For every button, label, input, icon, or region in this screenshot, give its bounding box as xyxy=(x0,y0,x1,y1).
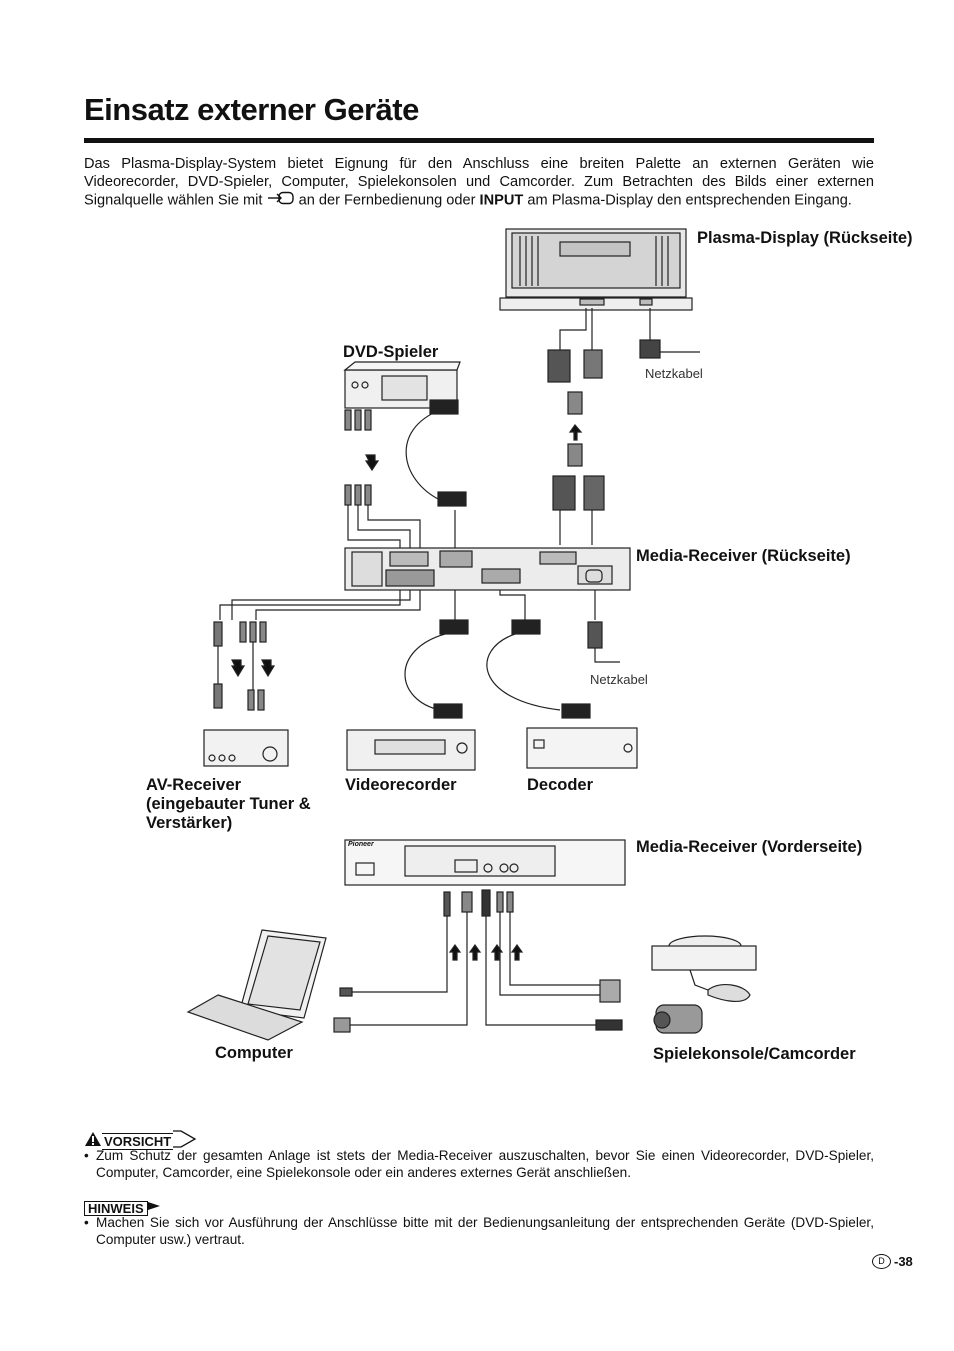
power-cable-label-2: Netzkabel xyxy=(590,672,648,687)
videorecorder-drawing xyxy=(346,729,476,771)
media-receiver-rear-label: Media-Receiver (Rückseite) xyxy=(636,547,851,565)
bullet-dot: • xyxy=(84,1148,89,1163)
videorecorder-label: Videorecorder xyxy=(345,776,457,794)
warning-triangle-icon xyxy=(84,1131,102,1152)
decoder-drawing xyxy=(526,727,638,769)
page-number: D -38 xyxy=(872,1254,913,1269)
media-receiver-rear-drawing xyxy=(344,547,631,591)
page-number-value: -38 xyxy=(894,1254,913,1269)
note-tag: HINWEIS xyxy=(84,1200,148,1216)
arrow-icon xyxy=(147,1199,162,1217)
dvd-player-label: DVD-Spieler xyxy=(343,343,439,361)
bullet-dot: • xyxy=(84,1215,89,1230)
connection-diagram xyxy=(186,228,757,1041)
pioneer-logo: Pioneer xyxy=(348,841,374,848)
media-receiver-front-drawing xyxy=(344,839,626,886)
intro-text-2: an der Fernbedienung oder xyxy=(294,192,480,209)
computer-drawing xyxy=(186,929,327,1041)
intro-text-3: am Plasma-Display den entsprechenden Ein… xyxy=(523,192,852,209)
game-console-drawing xyxy=(651,935,757,1002)
input-source-icon xyxy=(267,191,295,210)
console-camcorder-label: Spielekonsole/Camcorder xyxy=(653,1045,856,1063)
av-receiver-label: AV-Receiver (eingebauter Tuner & Verstär… xyxy=(146,776,311,832)
page-title: Einsatz externer Geräte xyxy=(84,92,419,127)
computer-label: Computer xyxy=(215,1044,293,1062)
region-mark: D xyxy=(872,1254,891,1269)
decoder-label: Decoder xyxy=(527,776,594,794)
note-header: HINWEIS xyxy=(84,1199,162,1217)
title-rule xyxy=(84,138,874,143)
caution-tag: VORSICHT xyxy=(102,1133,174,1150)
plasma-display-label: Plasma-Display (Rückseite) xyxy=(697,229,913,247)
caution-header: VORSICHT xyxy=(84,1130,197,1153)
note-text: Machen Sie sich vor Ausführung der Ansch… xyxy=(96,1215,874,1247)
arrow-icon xyxy=(173,1130,197,1153)
power-cable-label-1: Netzkabel xyxy=(645,366,703,381)
intro-paragraph: Das Plasma-Display-System bietet Eignung… xyxy=(84,155,874,210)
media-receiver-front-label: Media-Receiver (Vorderseite) xyxy=(636,838,863,856)
note-item: • Machen Sie sich vor Ausführung der Ans… xyxy=(84,1214,874,1248)
av-receiver-drawing xyxy=(203,729,289,767)
caution-item: • Zum Schutz der gesamten Anlage ist ste… xyxy=(84,1147,874,1181)
intro-text-1: Das Plasma-Display-System bietet Eignung… xyxy=(84,156,874,209)
caution-text: Zum Schutz der gesamten Anlage ist stets… xyxy=(96,1148,874,1180)
plasma-display-drawing xyxy=(499,228,693,311)
input-keyword: INPUT xyxy=(479,192,524,209)
camcorder-drawing xyxy=(653,1004,703,1034)
